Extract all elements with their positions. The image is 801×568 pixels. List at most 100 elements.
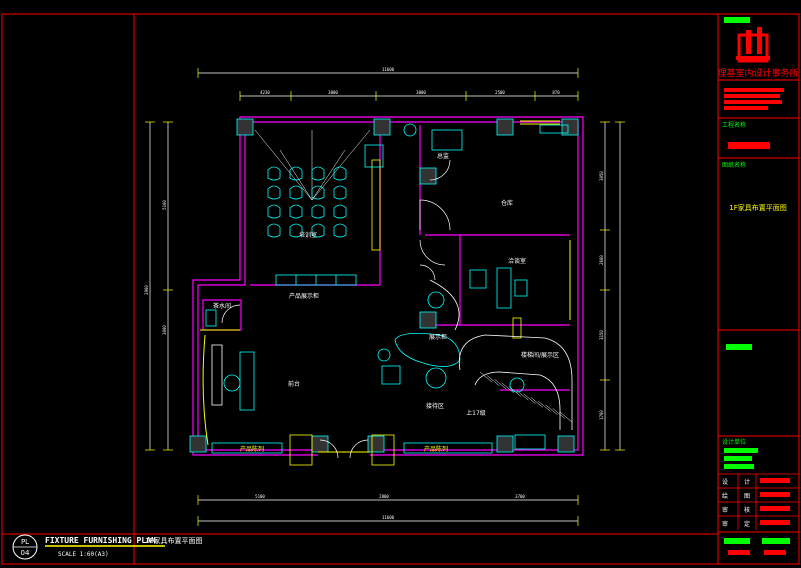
stair-tread-12 — [559, 411, 573, 423]
label-training-room: 培训室 — [299, 231, 317, 239]
training-chair-15 — [311, 223, 325, 238]
stair-tread-3 — [494, 379, 507, 390]
label-stair-note: 上17级 — [466, 409, 486, 417]
plan-title-block: PL 04 FIXTURE FURNISHING PLAN 1F家具布置平面图 … — [12, 534, 202, 560]
dim-right-seg-2: 2600 — [599, 255, 604, 265]
label-product-cabinet: 产品展示柜 — [289, 292, 319, 300]
reception-chair — [381, 365, 401, 385]
plant-pot-1 — [427, 291, 445, 309]
display-unit-center-right — [371, 434, 395, 466]
reception-counter — [394, 332, 461, 367]
stair-tread-7 — [523, 393, 536, 405]
column-10 — [419, 167, 437, 185]
label-reception: 接待区 — [426, 402, 444, 410]
training-chair-6 — [289, 185, 303, 200]
firm-info-redacted — [724, 88, 784, 110]
sheet-code-redacted-2 — [762, 538, 790, 544]
training-chair-7 — [311, 185, 325, 200]
feature-wall-curve — [429, 279, 460, 331]
dim-left-seg-1: 5100 — [162, 200, 167, 210]
stair-tread-9 — [538, 400, 551, 412]
sign-row-value-1 — [760, 478, 790, 483]
outer-frame — [1, 13, 800, 565]
drawing-name-value: 1F家具布置平面图 — [729, 203, 786, 212]
column-3 — [496, 118, 514, 136]
training-chair-2 — [289, 166, 303, 181]
label-product-display-right: 产品陈列 — [424, 445, 448, 453]
stair-curve-outer — [458, 334, 573, 430]
stair-plant — [509, 377, 525, 393]
label-display-rack: 展示柜 — [429, 333, 447, 341]
training-chair-5 — [267, 185, 281, 200]
dim-bottom-seg-1: 5100 — [255, 494, 265, 499]
sheet-code-redacted-4 — [764, 550, 786, 555]
sheet-id: PL — [21, 538, 29, 546]
column-7 — [367, 435, 385, 453]
label-stair-landing: 楼梯间/展示区 — [521, 351, 559, 359]
dim-right-seg-3: 3150 — [599, 330, 604, 340]
stamp-area-mark — [726, 344, 752, 350]
projection-lines — [254, 129, 371, 201]
column-5 — [189, 435, 207, 453]
stair-curve-inner — [474, 371, 561, 430]
structural-columns — [189, 118, 579, 453]
dim-top-seg-2: 3000 — [328, 90, 338, 95]
training-side-cabinet — [371, 159, 381, 251]
training-chair-9 — [267, 204, 281, 219]
column-1 — [236, 118, 254, 136]
furniture — [205, 123, 573, 466]
sign-row-label-1b: 计 — [744, 478, 750, 486]
sign-row-label-2b: 图 — [744, 493, 750, 500]
firm-name: 理基室内设计事务所 — [717, 67, 798, 79]
signature-rows: 设计绘图审核审定 — [718, 473, 799, 530]
dim-top-overall: 11600 — [382, 67, 395, 72]
negotiation-cabinet — [512, 317, 522, 339]
plan-title-en: FIXTURE FURNISHING PLAN — [45, 536, 156, 545]
stair-tread-2 — [487, 375, 500, 386]
dim-top-seg-4: 2500 — [495, 90, 505, 95]
room-labels: 培训室 产品展示柜 茶水间 前台 接待区 总监 仓库 洽谈室 展示柜 上17级 … — [213, 152, 559, 453]
office-chair — [403, 123, 417, 137]
label-tea-room: 茶水间 — [213, 302, 231, 310]
label-negotiation: 洽谈室 — [508, 257, 526, 265]
title-block-topmark — [724, 17, 750, 23]
sign-row-value-2 — [760, 492, 790, 497]
dim-left-seg-3: 2900 — [144, 285, 149, 295]
training-chair-12 — [333, 204, 347, 219]
warehouse-shelf — [539, 124, 569, 134]
office-desk — [431, 129, 463, 151]
reception-stool-1 — [377, 348, 391, 362]
column-2 — [373, 118, 391, 136]
plan-scale: SCALE 1:60(A3) — [58, 551, 109, 558]
tea-room-counter — [205, 309, 217, 327]
stair-tread-10 — [545, 404, 558, 415]
dim-bottom-seg-2: 2800 — [379, 494, 389, 499]
sheet-code-redacted-1 — [724, 538, 750, 544]
column-6 — [311, 435, 329, 453]
sheet-code-redacted-3 — [728, 550, 750, 555]
dimensions — [145, 68, 625, 526]
dim-bottom-overall: 11600 — [382, 515, 395, 520]
dim-right-seg-4: 1700 — [599, 410, 604, 420]
front-desk — [239, 351, 255, 411]
walls — [192, 116, 584, 456]
label-office: 总监 — [437, 152, 449, 160]
label-product-display-left: 产品陈列 — [240, 445, 264, 453]
training-chair-3 — [311, 166, 325, 181]
dim-top-seg-3: 3000 — [416, 90, 426, 95]
dim-bottom-seg-3: 3700 — [515, 494, 525, 499]
office-cabinet — [364, 144, 384, 168]
title-block: 理基室内设计事务所 工程名称 图纸名称 1F家具布置平面图 设计单位 设计绘图审… — [717, 17, 799, 555]
column-9 — [557, 435, 575, 453]
sign-row-value-4 — [760, 520, 790, 525]
sign-row-value-3 — [760, 506, 790, 511]
front-desk-chair — [223, 374, 241, 392]
plan-title-cn: 1F家具布置平面图 — [145, 536, 202, 545]
negotiation-table — [496, 267, 512, 309]
dim-top-seg-5: 870 — [552, 90, 560, 95]
dimension-texts: 11600 4230 3000 3000 2500 870 11600 5100… — [144, 67, 604, 520]
design-unit-label: 设计单位 — [722, 438, 746, 446]
design-unit-redacted — [724, 448, 758, 469]
doors — [221, 159, 451, 459]
bottom-right-sofa — [514, 434, 546, 450]
